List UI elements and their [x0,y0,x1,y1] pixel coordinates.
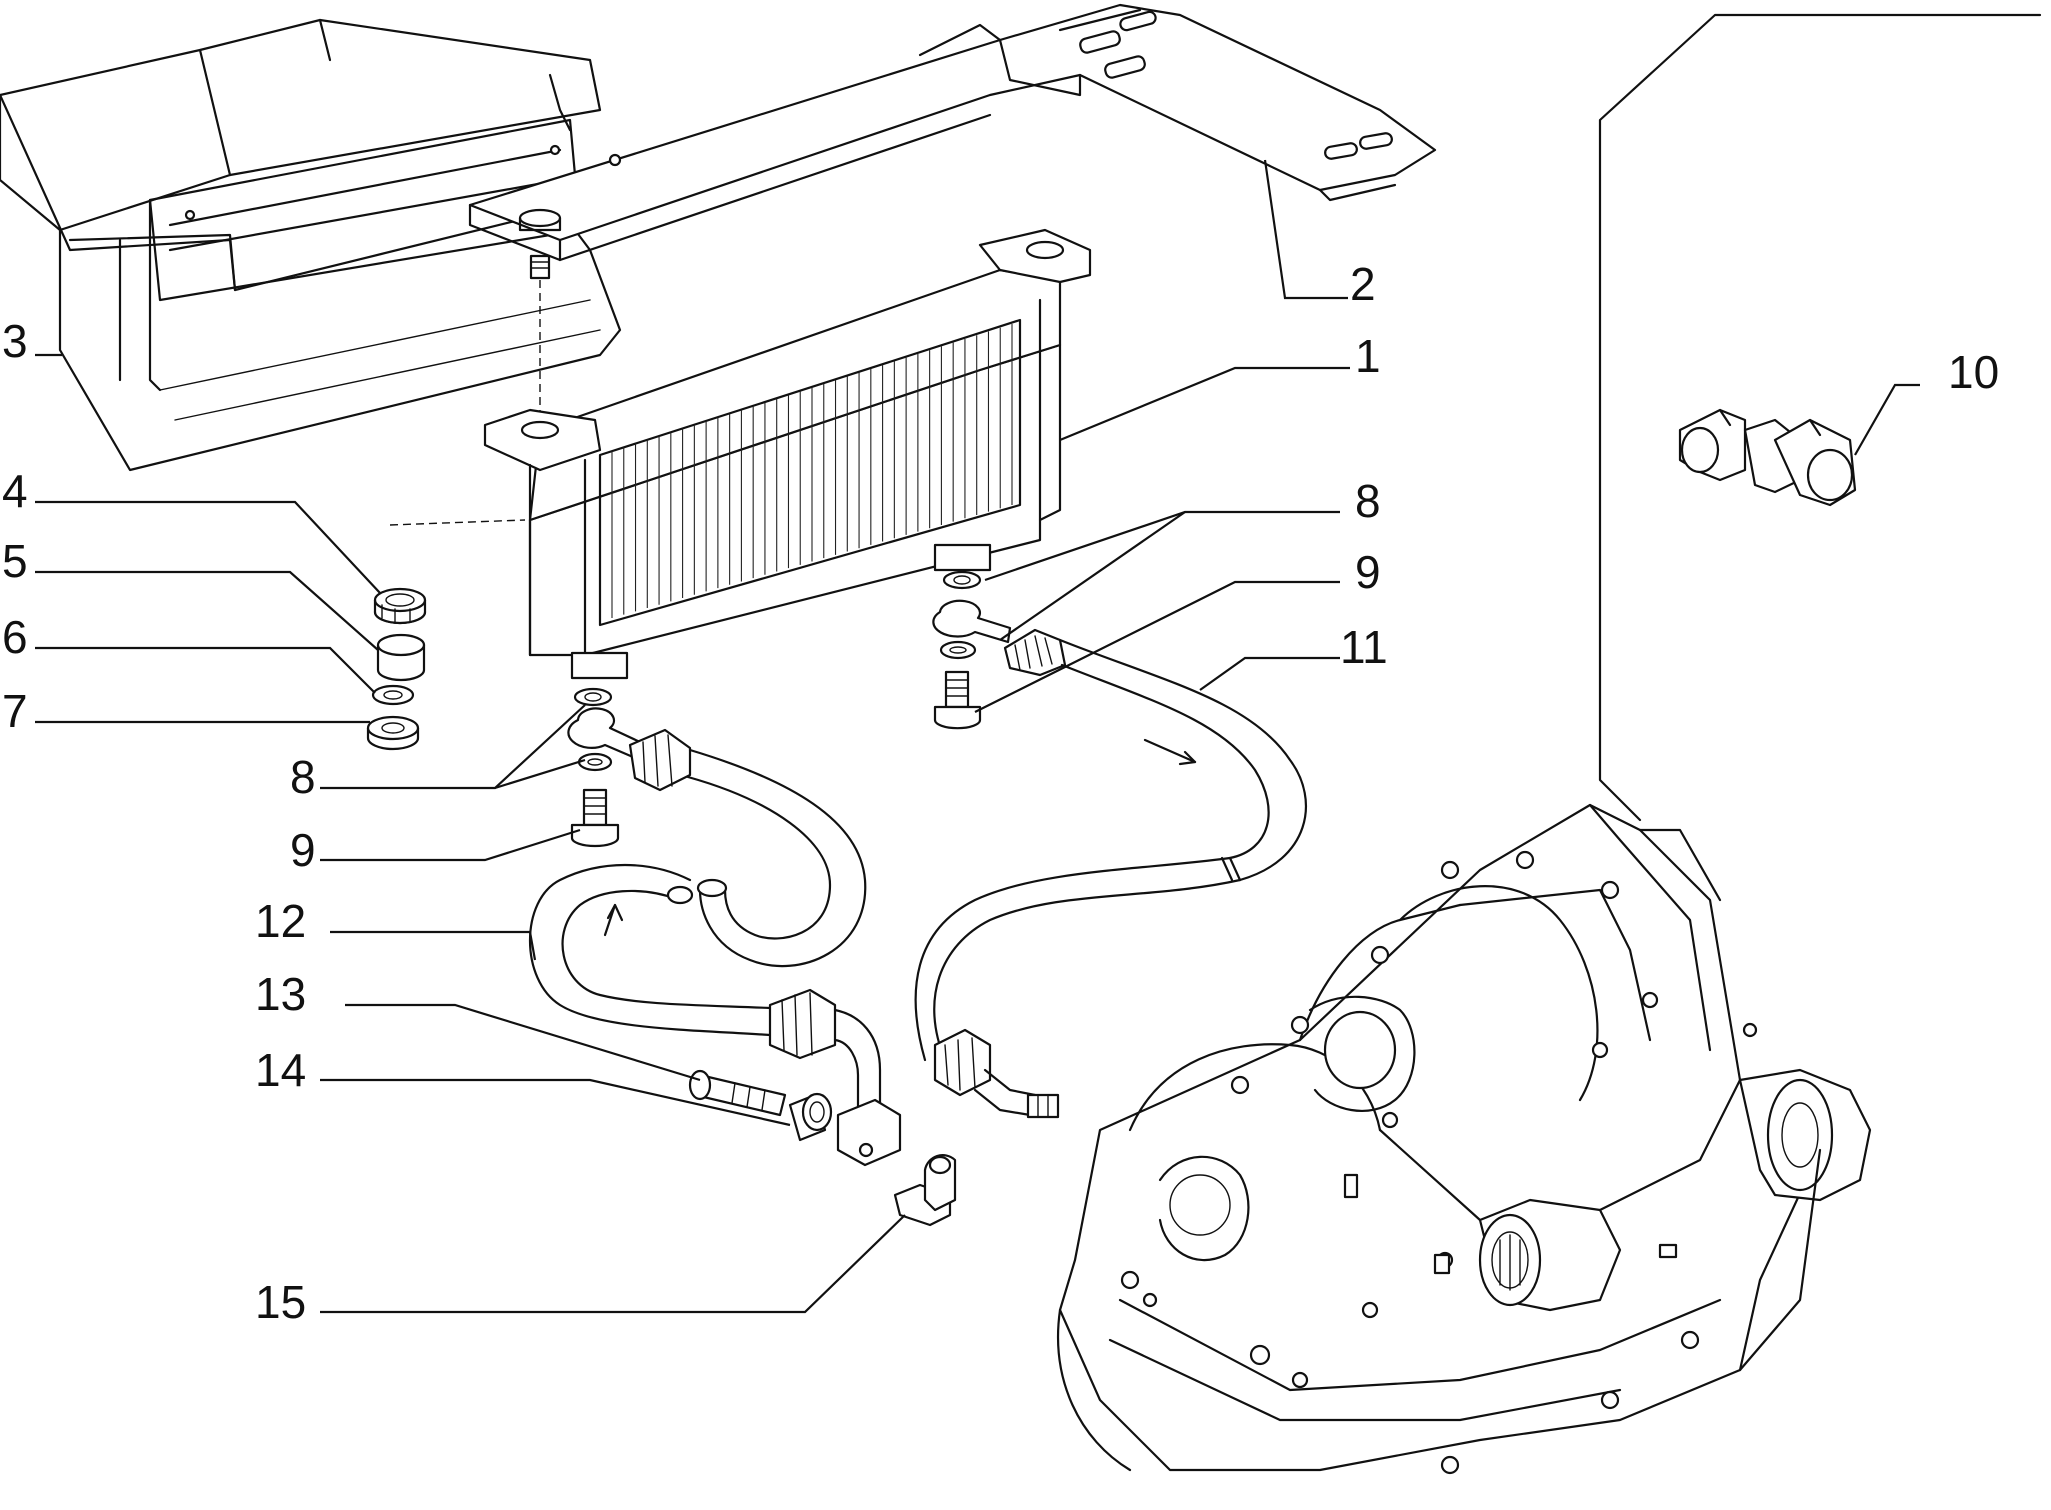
callout-11: 11 [1340,621,1388,673]
transmission-housing [1056,803,1872,1475]
callout-13: 13 [255,968,306,1020]
callout-leaders [35,159,1920,1314]
cooler-fins [611,324,1013,618]
callout-9-right: 9 [1355,546,1381,598]
part-12-return-hose [528,728,902,1167]
callout-7: 7 [2,685,28,737]
callout-labels: 3 2 1 10 4 5 6 7 8 9 11 8 9 12 13 14 15 [2,258,1999,1328]
callout-4: 4 [2,465,28,517]
callout-10: 10 [1948,346,1999,398]
part-15-hose-clamp [893,1154,957,1227]
callout-6: 6 [2,611,28,663]
callout-14: 14 [255,1044,306,1096]
callout-5: 5 [2,535,28,587]
part-1-oil-cooler [483,228,1092,680]
left-banjo-fitting [567,687,642,848]
part-13-banjo-bolt [688,1069,787,1117]
part-14-seal-ring [788,1092,833,1142]
callout-1: 1 [1355,330,1381,382]
right-banjo-fitting [932,570,1012,730]
callout-9-left: 9 [290,824,316,876]
parts-4-7-mount-stack [366,587,427,751]
part-2-mounting-bracket [468,3,1437,262]
callout-15: 15 [255,1276,306,1328]
callout-2: 2 [1350,258,1376,310]
detail-frame-line [1598,13,2042,822]
callout-12: 12 [255,895,306,947]
part-3-air-duct [0,18,622,472]
part-10-pipe-clip [1678,408,1857,507]
callout-8-right: 8 [1355,475,1381,527]
part-11-cooler-hose [914,628,1308,1119]
callout-8-left: 8 [290,751,316,803]
callout-3: 3 [2,315,28,367]
